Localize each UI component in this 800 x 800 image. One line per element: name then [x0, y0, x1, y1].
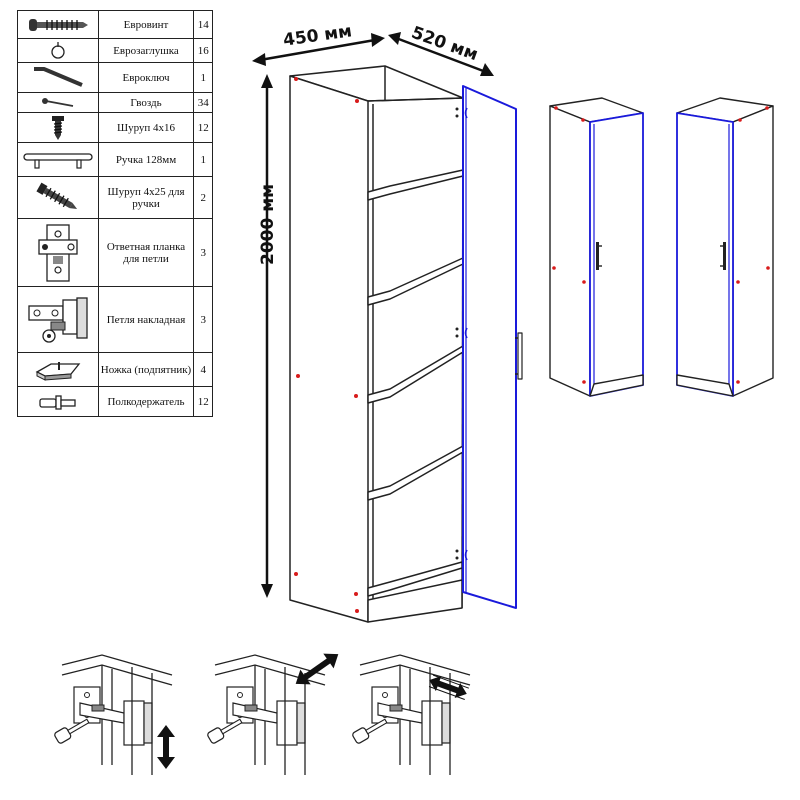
hinge-plate-icon [38, 223, 78, 282]
part-row: Шуруп 4х16 12 [17, 112, 213, 143]
part-row: Полкодержатель 12 [17, 386, 213, 417]
part-name: Ручка 128мм [97, 142, 195, 177]
part-name: Шуруп 4х25 для ручки [97, 176, 195, 219]
euro-cap-icon [51, 41, 65, 59]
part-name: Полкодержатель [97, 386, 195, 417]
handle-icon [23, 152, 93, 169]
part-qty: 1 [193, 142, 213, 177]
arrow-diagonal-icon [295, 653, 339, 685]
part-name: Евровинт [97, 10, 195, 39]
part-row: Ножка (подпятник) 4 [17, 352, 213, 387]
part-row: Ручка 128мм 1 [17, 142, 213, 177]
hinge-step-vertical [53, 654, 175, 776]
part-row: Евроключ 1 [17, 62, 213, 93]
eurobolt-icon [28, 18, 88, 31]
assembly-markers [294, 77, 359, 613]
part-name: Ножка (подпятник) [97, 352, 195, 387]
part-name: Петля накладная [97, 286, 195, 353]
part-row: Гвоздь 34 [17, 92, 213, 113]
part-row: Шуруп 4х25 для ручки 2 [17, 176, 213, 219]
hinge-step-depth [351, 654, 471, 776]
foot-pad-icon [35, 361, 81, 381]
cabinet-variant-left [549, 97, 644, 397]
long-screw-icon [36, 182, 77, 209]
screw-icon [51, 115, 64, 140]
part-row: Петля накладная 3 [17, 286, 213, 353]
hex-key-icon [33, 66, 83, 87]
part-name: Шуруп 4х16 [97, 112, 195, 143]
cabinet-variant-right [676, 97, 774, 397]
hinge-icon [28, 296, 88, 343]
door-handle-icon [515, 332, 523, 380]
part-qty: 3 [193, 218, 213, 287]
part-name: Еврозаглушка [97, 38, 195, 63]
cabinet-shelves [367, 169, 464, 597]
shelf-pin-icon [39, 394, 76, 410]
cabinet-plinth [367, 579, 463, 623]
arrow-updown-icon [157, 725, 175, 769]
hinge-step-diagonal [206, 653, 339, 776]
part-name: Гвоздь [97, 92, 195, 113]
dimension-arrows [252, 32, 494, 598]
nail-icon [41, 97, 73, 107]
door-hinge-marks [464, 107, 468, 561]
cabinet-door [462, 85, 517, 609]
arrow-leftright-icon [428, 674, 470, 700]
part-row: Евровинт 14 [17, 10, 213, 39]
parts-table: Евровинт 14 Еврозаглушка 16 Евроключ 1 [17, 10, 213, 417]
part-qty: 12 [193, 386, 213, 417]
